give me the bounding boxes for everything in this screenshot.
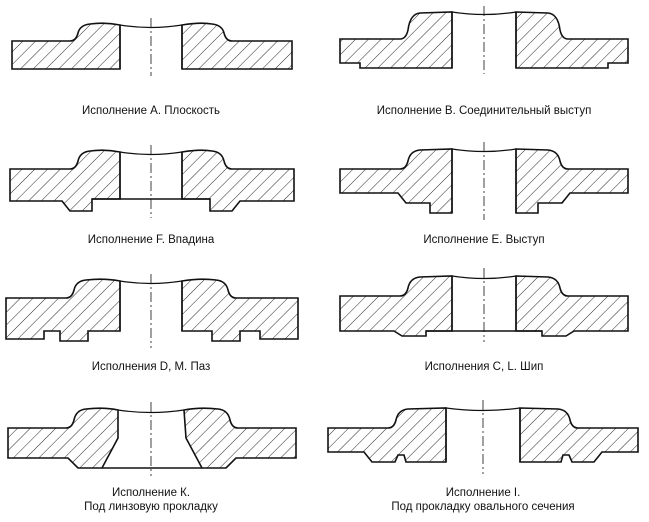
caption-variant-K: Исполнение К. Под линзовую прокладку	[84, 486, 218, 514]
flange-section-F	[9, 145, 295, 218]
caption-variant-B-text: Исполнение В. Соединительный выступ	[376, 105, 592, 117]
caption-variant-K-line1: Исполнение К.	[111, 487, 191, 499]
caption-variant-F-text: Исполнение F. Впадина	[87, 234, 215, 246]
caption-variant-A-text: Исполнение А. Плоскость	[81, 105, 221, 117]
caption-variant-A: Исполнение А. Плоскость	[82, 104, 220, 118]
flange-section-B	[339, 6, 629, 74]
flange-section-A	[11, 18, 293, 76]
caption-variant-CL: Исполнения С, L. Шип	[425, 360, 544, 374]
caption-variant-I: Исполнение I. Под прокладку овального се…	[391, 486, 574, 514]
caption-variant-DM-text: Исполнения D, М. Паз	[91, 361, 211, 373]
caption-variant-F: Исполнение F. Впадина	[88, 233, 215, 247]
caption-variant-E-text: Исполнение Е. Выступ	[423, 234, 545, 246]
caption-variant-I-line2: Под прокладку овального сечения	[391, 501, 575, 513]
flange-section-E	[339, 142, 629, 220]
caption-variant-CL-text: Исполнения С, L. Шип	[424, 361, 544, 373]
flange-section-DM	[5, 274, 299, 348]
caption-variant-B: Исполнение В. Соединительный выступ	[377, 104, 592, 118]
caption-variant-DM: Исполнения D, М. Паз	[92, 360, 211, 374]
flange-section-CL	[339, 268, 629, 342]
flange-section-K	[7, 402, 297, 476]
caption-variant-K-line2: Под линзовую прокладку	[84, 501, 218, 513]
caption-variant-I-line1: Исполнение I.	[445, 487, 521, 499]
caption-variant-E: Исполнение Е. Выступ	[423, 233, 544, 247]
flange-section-I	[327, 400, 639, 474]
